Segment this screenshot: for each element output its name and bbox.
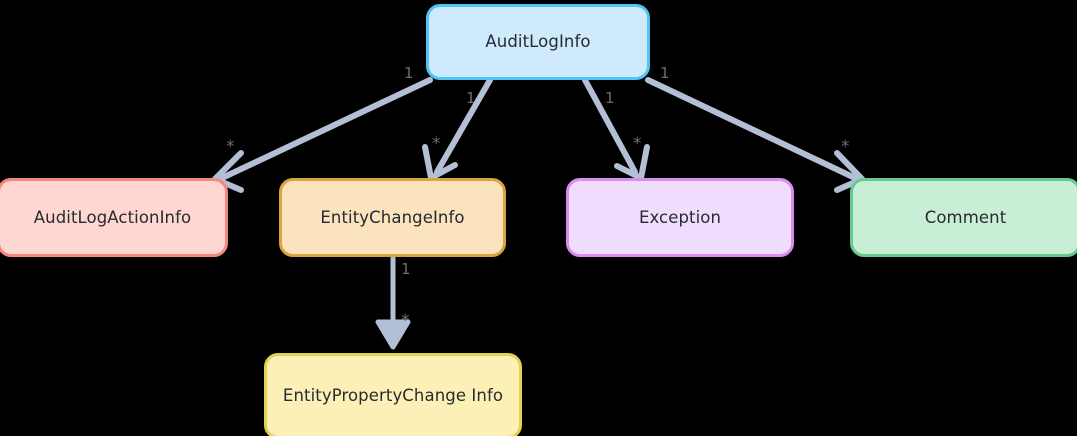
edge-label-entitypropertychangeinfo-source: 1 (401, 260, 411, 278)
node-entitychangeinfo[interactable]: EntityChangeInfo (279, 178, 506, 257)
edge-label-entitychangeinfo-target: * (432, 134, 441, 154)
node-auditloginfo[interactable]: AuditLogInfo (426, 4, 650, 80)
node-exception[interactable]: Exception (566, 178, 794, 257)
edge-label-auditlogactioninfo-source: 1 (404, 64, 414, 82)
node-auditlogactioninfo-label: AuditLogActionInfo (33, 207, 192, 227)
node-auditloginfo-label: AuditLogInfo (485, 32, 591, 52)
node-comment-label: Comment (924, 207, 1007, 227)
edge-label-auditlogactioninfo-target: * (226, 137, 235, 157)
edge-label-comment-source: 1 (660, 64, 670, 82)
edge-label-comment-target: * (841, 137, 850, 157)
edge-auditloginfo-to-entitychangeinfo (422, 77, 493, 181)
edge-label-entitychangeinfo-source: 1 (466, 89, 476, 107)
node-entitypropertychangeinfo-label: EntityPropertyChange Info (282, 386, 504, 406)
node-comment[interactable]: Comment (850, 178, 1077, 257)
node-exception-label: Exception (638, 207, 722, 227)
node-auditlogactioninfo[interactable]: AuditLogActionInfo (0, 178, 228, 257)
edge-label-exception-target: * (633, 134, 642, 154)
edge-auditloginfo-to-auditlogactioninfo (212, 77, 433, 193)
node-entitychangeinfo-label: EntityChangeInfo (320, 207, 465, 227)
node-entitypropertychangeinfo[interactable]: EntityPropertyChange Info (264, 353, 522, 436)
edge-label-exception-source: 1 (605, 89, 615, 107)
edge-auditloginfo-to-comment (645, 77, 865, 193)
edge-label-entitypropertychangeinfo-target: * (401, 311, 410, 331)
edge-auditloginfo-to-exception (582, 77, 650, 181)
